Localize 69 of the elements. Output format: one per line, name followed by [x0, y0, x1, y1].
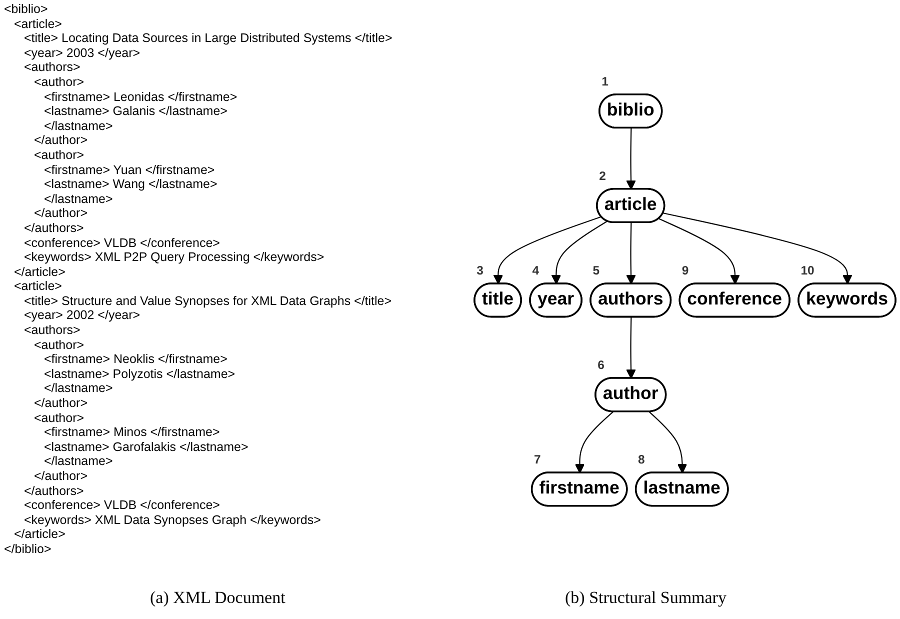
xml-code-line: <lastname> Garofalakis </lastname> — [44, 440, 248, 454]
element-ellipse: biblio — [598, 94, 663, 129]
arrow — [626, 317, 636, 379]
xml-code-line: </lastname> — [44, 381, 113, 396]
xml-code-line: <author> — [34, 338, 84, 352]
xml-code-line: <title> Locating Data Sources in Large Distributed Systems </title> — [24, 31, 392, 46]
xml-code-line: <article> — [14, 16, 62, 32]
xml-code-line: <lastname> Galanis </lastname> — [44, 104, 228, 119]
xml-code-line: <lastname> Wang </lastname> — [44, 177, 218, 192]
node-number: 5 — [592, 263, 600, 278]
element-ellipse: keywords — [798, 282, 896, 318]
figure-caption: (a) XML Document — [150, 588, 286, 608]
node-number: 8 — [638, 452, 645, 467]
node-number: 2 — [599, 168, 606, 183]
xml-code-line: </article> — [14, 527, 66, 542]
element-ellipse: title — [474, 282, 522, 318]
xml-code-line: <author> — [34, 410, 84, 426]
element-ellipse: authors — [590, 282, 672, 318]
arrow — [493, 216, 602, 284]
element-ellipse: year — [529, 282, 582, 318]
node-number: 3 — [476, 263, 484, 278]
xml-code-line: <year> 2003 </year> — [24, 46, 140, 60]
arrow — [626, 128, 636, 190]
xml-code-line: <conference> VLDB </conference> — [24, 236, 220, 250]
element-ellipse: lastname — [634, 472, 729, 507]
element-ellipse: conference — [678, 282, 790, 318]
node-number: 9 — [682, 263, 689, 278]
node-number: 10 — [800, 263, 814, 278]
xml-code-line: <author> — [34, 148, 84, 163]
xml-code-line: </author> — [34, 396, 88, 411]
xml-code-line: <conference> VLDB </conference> — [24, 498, 220, 513]
arrow — [551, 220, 608, 284]
xml-code-line: <authors> — [24, 323, 80, 338]
arrow — [658, 218, 740, 284]
xml-code-line: </author> — [34, 469, 88, 484]
node-number: 4 — [532, 263, 539, 278]
xml-code-line: <year> 2002 </year> — [24, 308, 140, 324]
node-number: 6 — [598, 358, 604, 372]
xml-code-line: <firstname> Minos </firstname> — [44, 425, 220, 440]
arrow — [626, 222, 636, 284]
arrow — [663, 212, 852, 284]
xml-code-line: <firstname> Neoklis </firstname> — [44, 352, 228, 367]
arrow — [574, 411, 614, 474]
xml-code-line: <title> Structure and Value Synopses for XML Data Graphs </title> — [24, 294, 392, 308]
xml-code-line: </lastname> — [44, 454, 113, 469]
xml-code-line: </authors> — [24, 484, 84, 498]
xml-code-line: </lastname> — [44, 118, 113, 134]
xml-code-line: <biblio> — [4, 2, 48, 17]
xml-code-line: <keywords> XML P2P Query Processing </keywords> — [24, 250, 324, 265]
xml-code-line: </author> — [34, 133, 88, 148]
xml-code-line: <author> — [34, 74, 84, 90]
element-ellipse: author — [594, 377, 667, 412]
xml-code-line: </article> — [14, 264, 66, 280]
arrow — [648, 411, 688, 474]
node-number: 7 — [534, 452, 541, 467]
xml-code-line: <authors> — [24, 60, 80, 75]
xml-code-line: </authors> — [24, 220, 84, 236]
xml-code-line: <lastname> Polyzotis </lastname> — [44, 366, 236, 382]
node-number: 1 — [602, 74, 608, 88]
element-ellipse: article — [596, 188, 666, 224]
xml-code-line: <firstname> Yuan </firstname> — [44, 162, 215, 178]
element-ellipse: firstname — [530, 472, 628, 507]
xml-code-line: </biblio> — [4, 542, 52, 557]
xml-code-line: </author> — [34, 206, 88, 221]
xml-code-line: <article> — [14, 279, 62, 294]
figure-caption: (b) Structural Summary — [565, 588, 726, 608]
xml-code-line: <firstname> Leonidas </firstname> — [44, 90, 238, 104]
xml-code-line: <keywords> XML Data Synopses Graph </keywords> — [24, 512, 321, 528]
xml-code-line: </lastname> — [44, 192, 113, 206]
